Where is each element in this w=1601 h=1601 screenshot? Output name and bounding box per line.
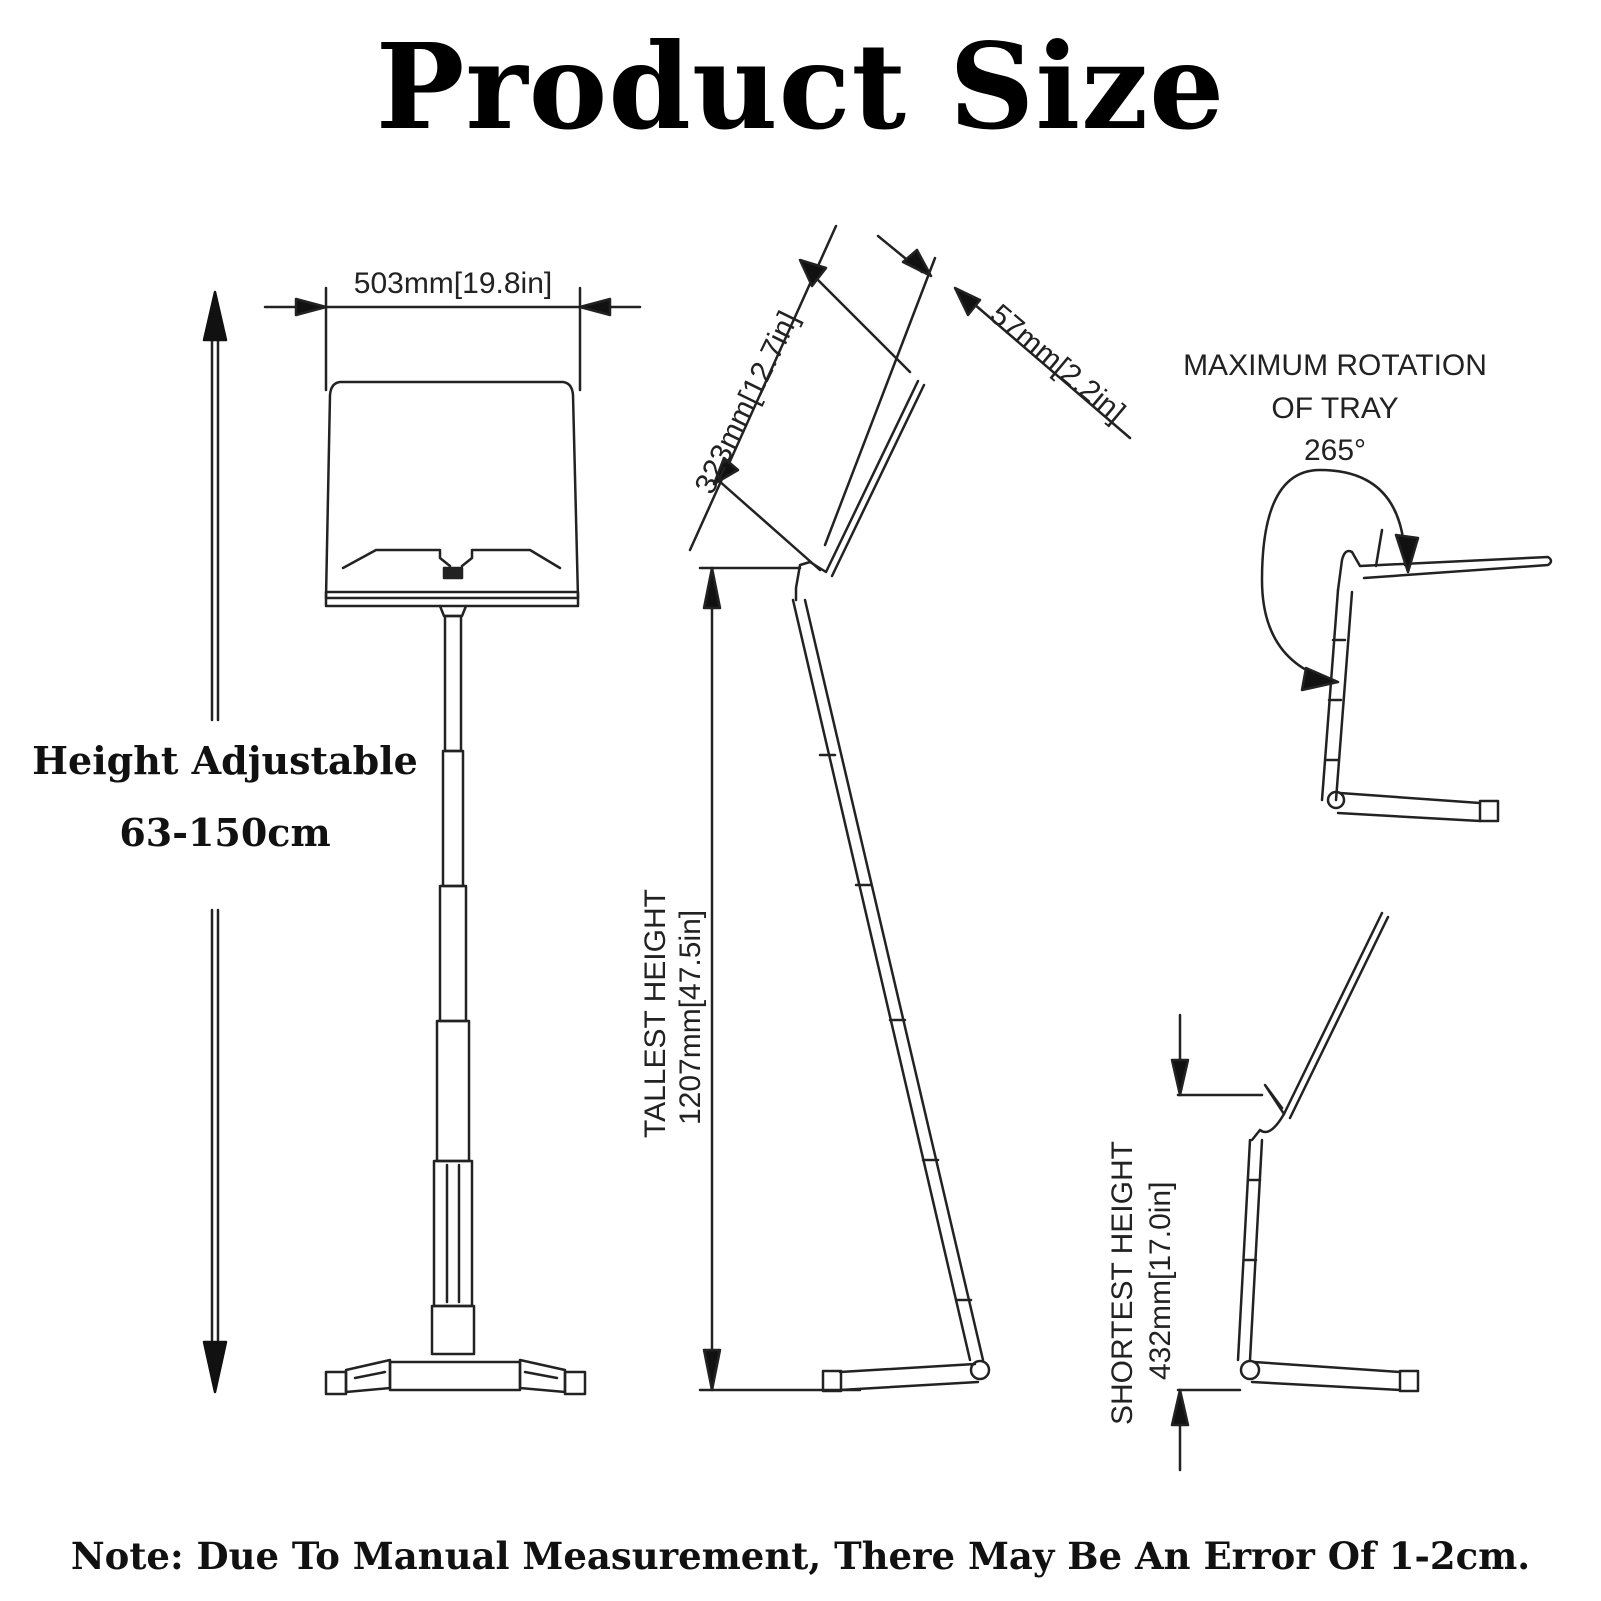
measurement-note: Note: Due To Manual Measurement, There M… bbox=[70, 1534, 1531, 1578]
height-range-label: 63-150cm bbox=[119, 810, 331, 855]
tallest-height-label: TALLEST HEIGHT bbox=[639, 889, 672, 1138]
side-view-rotation bbox=[1260, 468, 1553, 823]
rotation-label-line2: OF TRAY bbox=[1271, 392, 1398, 425]
shortest-height-value: 432mm[17.0in] bbox=[1144, 1182, 1177, 1380]
tray-depth-label: 323mm[12.7in] bbox=[689, 306, 806, 499]
width-dimension-label: 503mm[19.8in] bbox=[354, 267, 552, 300]
side-view-shortest bbox=[1170, 911, 1420, 1472]
shortest-height-label: SHORTEST HEIGHT bbox=[1106, 1141, 1139, 1425]
rotation-label-line1: MAXIMUM ROTATION bbox=[1183, 349, 1487, 382]
page-title: Product Size bbox=[375, 17, 1226, 156]
front-view-stand bbox=[263, 286, 642, 1396]
rotation-value: 265° bbox=[1304, 434, 1366, 467]
height-adjustable-label: Height Adjustable bbox=[32, 738, 418, 783]
height-adjustable-arrow bbox=[202, 290, 228, 1394]
tray-lip-label: 57mm[2.2in] bbox=[984, 298, 1132, 429]
tallest-height-value: 1207mm[47.5in] bbox=[674, 910, 707, 1125]
side-view-tallest bbox=[688, 224, 1132, 1393]
